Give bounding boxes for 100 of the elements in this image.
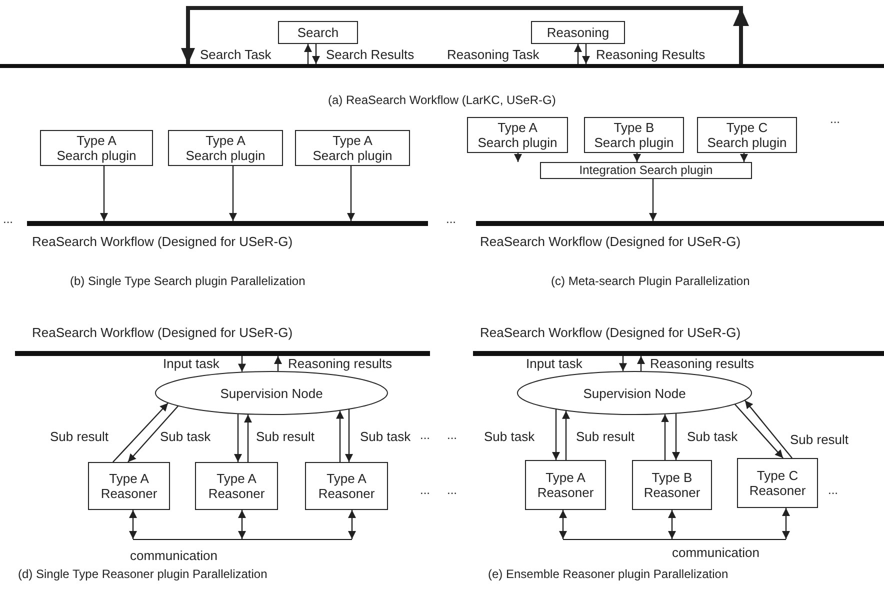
caption: (a) ReaSearch Workflow (LarKC, USeR-G) bbox=[328, 93, 556, 108]
node-label: Supervision Node bbox=[220, 386, 323, 400]
edge-label: Search Task bbox=[200, 47, 272, 62]
node-label: Type A Reasoner bbox=[207, 471, 266, 501]
edge-label: Sub task bbox=[360, 429, 411, 444]
arrow bbox=[514, 153, 522, 162]
caption: (c) Meta-search Plugin Parallelization bbox=[551, 274, 750, 289]
arrow bbox=[552, 409, 560, 460]
arrow bbox=[744, 400, 792, 458]
bar-label: communication bbox=[130, 548, 218, 563]
workflow-bar bbox=[0, 64, 884, 68]
node-label: Type B Search plugin bbox=[594, 120, 674, 150]
arrow bbox=[312, 44, 320, 64]
arrow bbox=[637, 356, 645, 372]
arrow bbox=[672, 414, 680, 460]
arrow bbox=[238, 510, 246, 539]
edge-label: Sub task bbox=[687, 429, 738, 444]
edge-label: Search Results bbox=[326, 47, 414, 62]
process-box bbox=[467, 117, 568, 153]
edge-label: Sub task bbox=[160, 429, 211, 444]
arrow bbox=[619, 356, 627, 372]
arrow bbox=[112, 402, 168, 462]
process-box bbox=[295, 130, 410, 166]
ellipse-node bbox=[517, 371, 752, 415]
arrow bbox=[229, 166, 237, 221]
arrow bbox=[274, 356, 282, 372]
process-box bbox=[584, 117, 684, 153]
process-box bbox=[737, 458, 818, 508]
node-label: Type A Reasoner bbox=[536, 470, 595, 500]
process-box bbox=[278, 21, 358, 44]
node-label: Integration Search plugin bbox=[579, 163, 713, 178]
workflow-bar bbox=[476, 221, 884, 226]
arrow bbox=[633, 153, 641, 162]
edge-label: Reasoning Results bbox=[596, 47, 706, 62]
edge-label: Sub result bbox=[256, 429, 315, 444]
node-label: Reasoning bbox=[546, 25, 610, 40]
bus-line bbox=[133, 539, 352, 540]
edge-label: Sub task bbox=[484, 429, 535, 444]
node-label: Type C Search plugin bbox=[706, 120, 788, 150]
bus-line bbox=[563, 539, 786, 540]
arrow bbox=[734, 404, 784, 458]
bar-label: ReaSearch Workflow (Designed for USeR-G) bbox=[480, 325, 741, 340]
arrow bbox=[348, 510, 356, 539]
caption: (e) Ensemble Reasoner plugin Parallelization bbox=[488, 567, 728, 582]
arrow bbox=[336, 410, 344, 462]
edge-label: Input task bbox=[163, 356, 220, 371]
process-box bbox=[540, 162, 752, 179]
process-box bbox=[305, 462, 388, 510]
process-box bbox=[40, 130, 153, 166]
bar-label: communication bbox=[672, 545, 760, 560]
arrow bbox=[782, 508, 790, 539]
arrow bbox=[740, 153, 748, 162]
node-label: Type C Reasoner bbox=[748, 468, 807, 498]
arrow bbox=[574, 44, 582, 64]
node-label: Supervision Node bbox=[583, 386, 686, 400]
arrow bbox=[649, 179, 657, 221]
arrow bbox=[668, 510, 676, 539]
caption: (b) Single Type Search plugin Parallelization bbox=[70, 274, 306, 289]
loop-arrow bbox=[181, 6, 749, 64]
workflow-bar bbox=[27, 221, 428, 226]
arrow bbox=[304, 44, 312, 64]
caption: (d) Single Type Reasoner plugin Parallelization bbox=[18, 567, 268, 582]
bar-label: ReaSearch Workflow (Designed for USeR-G) bbox=[32, 234, 293, 249]
node-label: Type A Search plugin bbox=[56, 133, 137, 163]
arrow bbox=[347, 166, 355, 221]
node-label: Type A Reasoner bbox=[100, 471, 158, 501]
arrow bbox=[129, 510, 137, 539]
process-box bbox=[697, 117, 797, 153]
edge-label: Reasoning results bbox=[650, 356, 754, 371]
node-label: Type A Search plugin bbox=[185, 133, 266, 163]
workflow-bar bbox=[473, 351, 884, 356]
process-box bbox=[531, 21, 625, 44]
node-label: Type A Search plugin bbox=[477, 120, 558, 150]
ellipse-node bbox=[155, 371, 388, 415]
node-label: Search bbox=[297, 25, 339, 40]
arrow bbox=[238, 356, 246, 372]
arrow bbox=[128, 406, 178, 462]
arrow bbox=[234, 414, 242, 462]
arrow bbox=[582, 44, 590, 64]
edge-label: Sub result bbox=[790, 432, 849, 447]
edge-label: Reasoning Task bbox=[447, 47, 540, 62]
process-box bbox=[88, 462, 170, 510]
bar-label: ReaSearch Workflow (Designed for USeR-G) bbox=[480, 234, 741, 249]
arrow bbox=[244, 414, 252, 462]
node-label: Type A Search plugin bbox=[312, 133, 393, 163]
edge-label: Reasoning results bbox=[288, 356, 392, 371]
arrow bbox=[559, 510, 567, 539]
process-box bbox=[525, 460, 606, 510]
edge-label: Sub result bbox=[50, 429, 109, 444]
arrow bbox=[345, 409, 353, 462]
arrow bbox=[661, 414, 669, 460]
process-box bbox=[632, 460, 712, 510]
edge-label: Sub result bbox=[576, 429, 635, 444]
process-box bbox=[168, 130, 283, 166]
edge-label: Input task bbox=[526, 356, 582, 371]
arrow bbox=[100, 166, 108, 221]
bar-label: ReaSearch Workflow (Designed for USeR-G) bbox=[32, 325, 293, 340]
arrow bbox=[562, 410, 570, 460]
node-label: Type B Reasoner bbox=[642, 470, 702, 500]
process-box bbox=[195, 462, 278, 510]
